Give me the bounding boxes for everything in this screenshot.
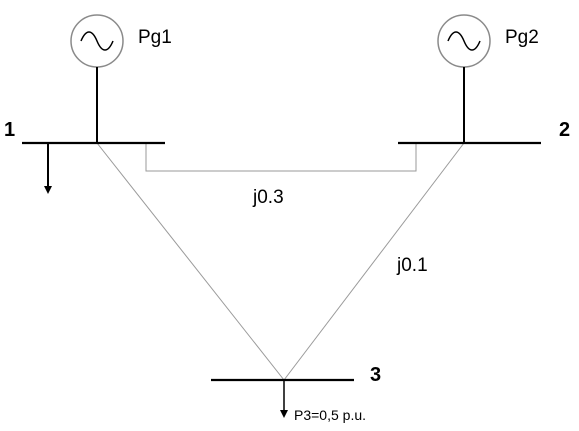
transmission-line-1-2 — [145, 143, 417, 172]
generator-pg2 — [437, 14, 491, 143]
transmission-line-1-3 — [96, 142, 285, 381]
generator-label-pg1: Pg1 — [138, 27, 172, 48]
transmission-line-2-3 — [283, 142, 465, 381]
impedance-label-line-1-2: j0.3 — [252, 187, 284, 208]
impedance-label-line-2-3: j0.1 — [396, 255, 428, 276]
generator-pg1 — [70, 14, 124, 143]
load-label-p3: P3=0,5 p.u. — [294, 407, 366, 423]
bus-label-3: 3 — [370, 364, 381, 386]
generator-label-pg2: Pg2 — [505, 27, 539, 48]
bus-label-2: 2 — [559, 119, 570, 141]
bus-label-1: 1 — [4, 119, 15, 141]
